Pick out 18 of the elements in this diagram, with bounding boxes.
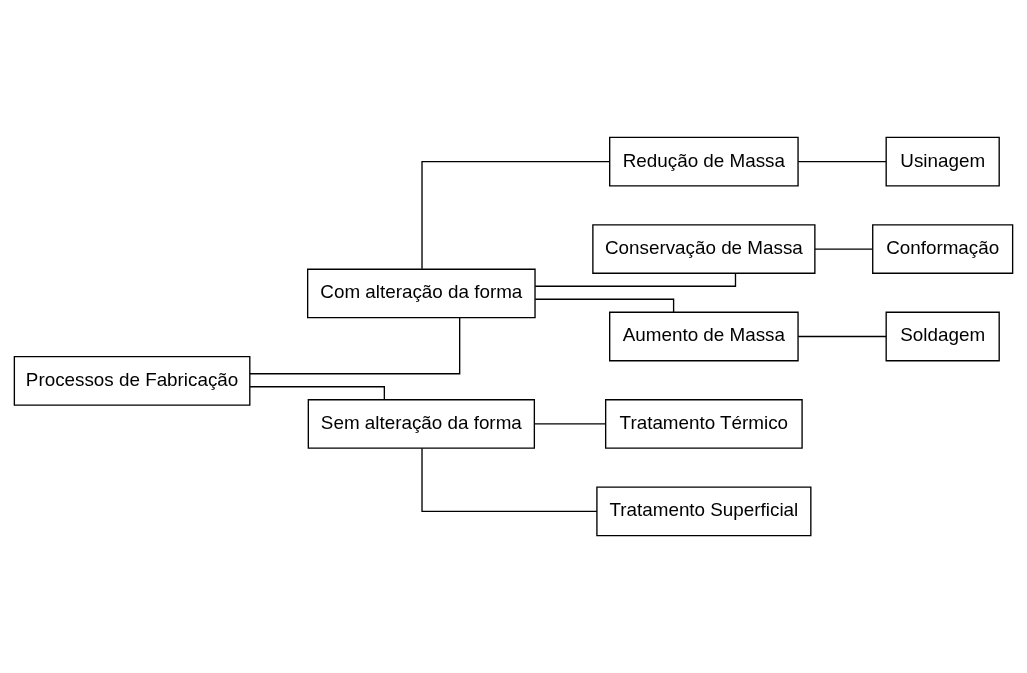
node-box: Sem alteração da forma [307, 399, 536, 449]
node-box: Tratamento Térmico [605, 399, 803, 449]
node-box: Redução de Massa [609, 136, 799, 187]
node-box: Conformação [872, 224, 1014, 274]
connector [533, 423, 607, 425]
node-box: Tratamento Superficial [596, 486, 812, 537]
connector [814, 248, 873, 250]
node-box: Usinagem [885, 136, 1000, 187]
connector [249, 317, 461, 375]
node-box: Conservação de Massa [592, 224, 816, 274]
node-box: Soldagem [885, 311, 1000, 362]
connector [421, 447, 598, 513]
node-box: Processos de Fabricação [13, 356, 251, 406]
connector [797, 160, 887, 163]
node-box: Aumento de Massa [609, 311, 799, 362]
node-box: Com alteração da forma [306, 268, 536, 319]
connector [421, 160, 611, 270]
connector [797, 335, 887, 338]
